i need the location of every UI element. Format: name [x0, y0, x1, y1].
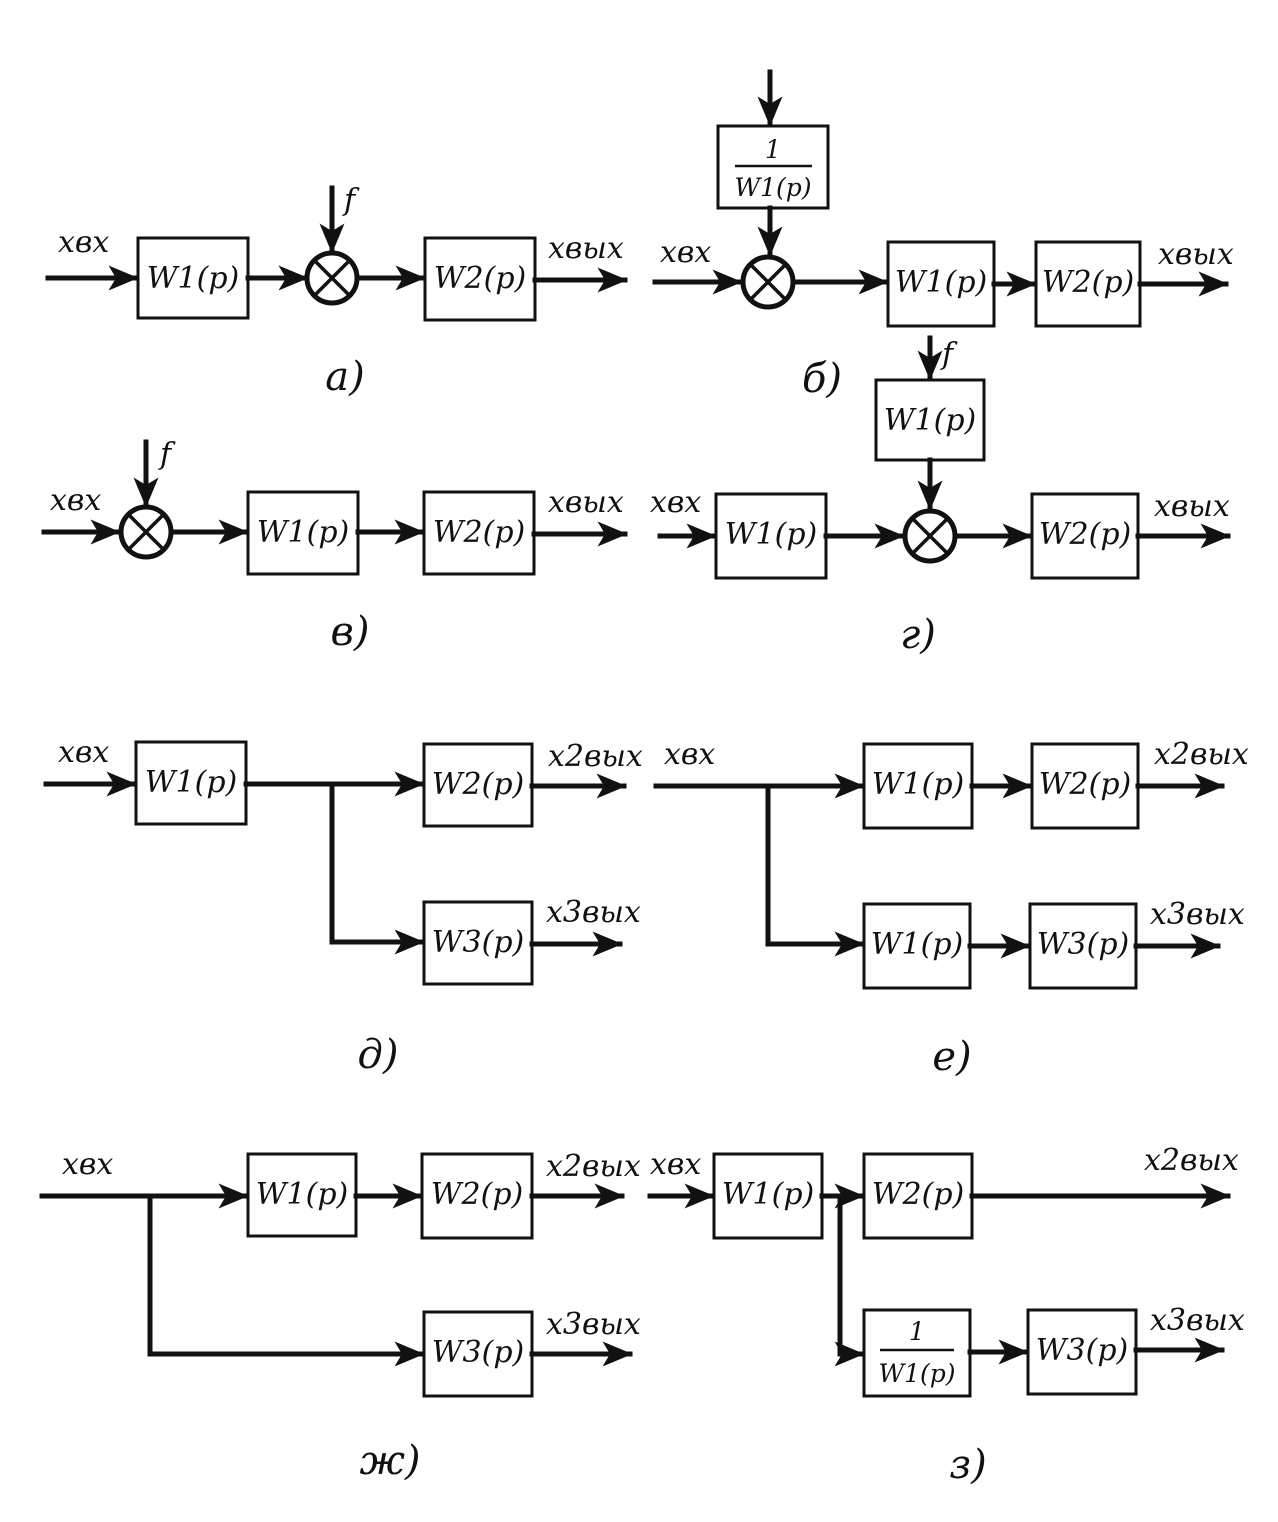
block-w1: [246, 1152, 358, 1238]
input-label: xвх: [664, 737, 715, 772]
output-label: xвых: [1158, 237, 1234, 272]
input-label: xвх: [62, 1147, 113, 1182]
branch-arrow: [834, 1193, 865, 1367]
output-2-label: x2вых: [546, 1149, 641, 1184]
block-w2: [422, 490, 536, 576]
summing-junction: [740, 254, 796, 310]
panel-caption: з): [949, 1442, 986, 1488]
block-inverse-numerator: 1: [765, 135, 781, 164]
block-w1-label: W1(p): [257, 515, 350, 550]
block-w1-label: W1(p): [256, 1177, 349, 1212]
panel-caption: ж): [359, 1438, 420, 1484]
block-w3-label: W3(p): [1037, 927, 1130, 962]
output-3-label: x3вых: [546, 895, 641, 930]
block-w1: [714, 492, 828, 580]
block-w1: [886, 240, 996, 328]
block-inverse-w1: [862, 1308, 972, 1398]
block-w1-disturbance: [874, 378, 986, 462]
block-w1-lower: [862, 902, 972, 990]
block-w2-label: W2(p): [1042, 265, 1135, 300]
summing-junction: [902, 508, 958, 564]
block-w1-upper-label: W1(p): [872, 767, 965, 802]
input-label: xвх: [58, 735, 109, 770]
branch-arrow: [147, 1193, 425, 1367]
block-w1-lower-label: W1(p): [871, 927, 964, 962]
panel-e: xвх W1(p) W2(p) x2вых W1(p) W3(p) x3вых …: [653, 737, 1249, 1080]
block-w1-label: W1(p): [895, 265, 988, 300]
panel-v: xвх f W1(p) W2(p) xвых в): [41, 437, 628, 655]
panel-caption: д): [358, 1032, 399, 1078]
branch-arrow: [329, 781, 425, 955]
block-w1-upper: [862, 742, 974, 830]
block-w2: [423, 236, 537, 322]
block-inverse-denominator: W1(p): [734, 173, 811, 202]
panel-zh: xвх W1(p) W2(p) x2вых W3(p) x3вых ж): [39, 1147, 641, 1484]
input-label: xвх: [650, 485, 701, 520]
panel-d: xвх W1(p) W2(p) x2вых W3(p) x3вых д): [43, 735, 643, 1078]
output-label: xвых: [1154, 489, 1230, 524]
block-w2-label: W2(p): [1039, 767, 1132, 802]
block-w1-label: W1(p): [722, 1177, 815, 1212]
panel-caption: г): [900, 612, 936, 658]
block-w1-label: W1(p): [145, 765, 238, 800]
block-w2: [1030, 492, 1140, 580]
panel-caption: б): [802, 356, 842, 402]
output-2-label: x2вых: [1154, 737, 1249, 772]
block-w2: [1030, 742, 1140, 830]
block-w3-label: W3(p): [1036, 1333, 1129, 1368]
summing-junction: [304, 250, 360, 306]
panel-g: f W1(p) xвх W1(p) W2(p) xвых г): [650, 335, 1231, 658]
panel-z: xвх W1(p) W2(p) x2вых 1 W1(p) W3(p) x3вы…: [647, 1143, 1245, 1488]
output-3-label: x3вых: [1150, 897, 1245, 932]
block-inverse-denominator: W1(p): [878, 1359, 955, 1388]
panel-caption: в): [331, 609, 370, 655]
panel-b: 1 W1(p) xвх W1(p) W2(p) xвых б): [652, 69, 1234, 402]
summing-junction: [118, 504, 174, 560]
disturbance-label: f: [158, 437, 176, 472]
branch-arrow: [765, 783, 865, 957]
block-w2-label: W2(p): [1039, 517, 1132, 552]
block-w2-label: W2(p): [431, 1177, 524, 1212]
panel-caption: е): [932, 1034, 971, 1080]
block-w3-label: W3(p): [432, 925, 525, 960]
disturbance-label: f: [342, 183, 360, 218]
block-w3-label: W3(p): [432, 1335, 525, 1370]
block-w1-label: W1(p): [147, 261, 240, 296]
block-w2-label: W2(p): [432, 767, 525, 802]
block-w1: [712, 1152, 824, 1240]
block-w3: [1026, 1308, 1138, 1396]
input-label: xвх: [58, 225, 109, 260]
block-w1-disturbance-label: W1(p): [884, 403, 977, 438]
block-w1: [246, 490, 360, 576]
output-label: xвых: [548, 231, 624, 266]
block-w1-label: W1(p): [725, 517, 818, 552]
input-label: xвх: [50, 483, 101, 518]
input-label: xвх: [660, 235, 711, 270]
output-3-label: x3вых: [1150, 1303, 1245, 1338]
block-w1: [134, 740, 248, 826]
block-inverse-numerator: 1: [909, 1317, 925, 1346]
panel-caption: а): [325, 354, 364, 400]
output-2-label: x2вых: [548, 739, 643, 774]
input-label: xвх: [650, 1147, 701, 1182]
output-3-label: x3вых: [546, 1307, 641, 1342]
block-w2-label: W2(p): [433, 515, 526, 550]
block-w2-label: W2(p): [434, 261, 527, 296]
output-label: xвых: [548, 485, 624, 520]
block-w2: [420, 1152, 534, 1240]
output-2-label: x2вых: [1144, 1143, 1239, 1178]
disturbance-label: f: [940, 337, 958, 372]
block-w2: [1034, 240, 1142, 328]
block-w2-label: W2(p): [872, 1177, 965, 1212]
panel-a: xвх W1(p) f W2(p) xвых а): [45, 183, 628, 400]
